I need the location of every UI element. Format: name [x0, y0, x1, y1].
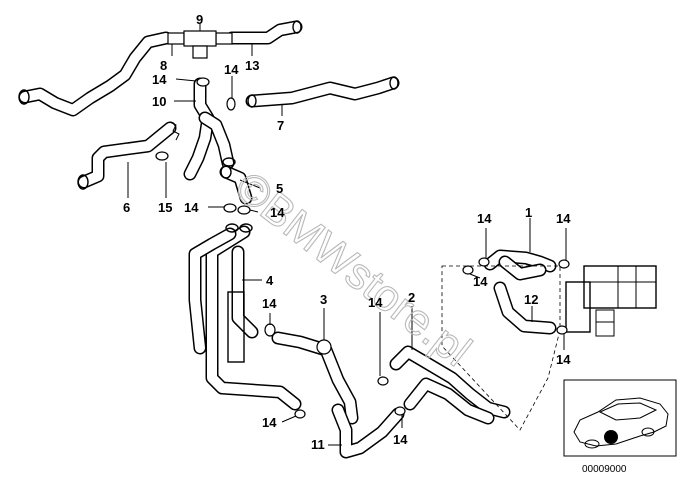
callout-label: 2: [408, 290, 415, 305]
car-locator-thumbnail: [563, 379, 677, 457]
hose-6-drawing: [77, 121, 180, 190]
callout-label: 13: [245, 58, 259, 73]
callout-label: 14: [393, 432, 408, 447]
hose-12-drawing: [493, 281, 557, 335]
callout-label: 14: [556, 352, 571, 367]
callout-label: 9: [196, 12, 203, 27]
leader-lines: [127, 24, 567, 446]
location-marker: [604, 430, 618, 444]
callout-label: 14: [262, 296, 277, 311]
callout-label: 7: [277, 118, 284, 133]
hose-10-drawing: [183, 77, 236, 181]
watermark: ©BMWstore.pl: [226, 162, 480, 376]
callout-label: 14: [184, 200, 199, 215]
callout-label: 10: [152, 94, 166, 109]
callout-label: 3: [320, 292, 327, 307]
callout-label: 14: [152, 72, 167, 87]
callout-label: 8: [160, 58, 167, 73]
car-outline-icon: [573, 397, 669, 449]
callout-label: 1: [525, 205, 532, 220]
reference-number: 00009000: [582, 464, 627, 475]
callout-label: 5: [276, 181, 283, 196]
hose-11-drawing: [331, 403, 405, 459]
callout-label: 14: [477, 211, 492, 226]
callout-label: 14: [556, 211, 571, 226]
callout-label: 14: [368, 295, 383, 310]
clamps: [155, 77, 570, 419]
hose-13-drawing: [225, 20, 303, 45]
pipe-2-drawing: [389, 345, 511, 425]
callout-label: 14: [224, 62, 239, 77]
valve-block-drawing: [565, 265, 657, 337]
callout-label: 14: [262, 415, 277, 430]
pipe-4-drawing: [188, 223, 302, 411]
hose-7-drawing: [245, 76, 400, 108]
callout-label: 6: [123, 200, 130, 215]
hose-8-drawing: [18, 31, 173, 117]
callout-label: 4: [266, 273, 274, 288]
callout-label: 14: [270, 205, 285, 220]
assembly-outline: [441, 265, 561, 431]
callout-label: 11: [311, 437, 325, 452]
callout-label: 15: [158, 200, 172, 215]
callout-label: 12: [524, 292, 538, 307]
callout-labels: 9 8 13 14 14 10 7 6 15 5 14 14 4 14 3 14…: [123, 12, 571, 452]
hose-3-drawing: [271, 331, 359, 425]
callout-label: 14: [473, 274, 488, 289]
hose-5-drawing: [219, 165, 253, 205]
hose-1-drawing: [483, 249, 557, 281]
